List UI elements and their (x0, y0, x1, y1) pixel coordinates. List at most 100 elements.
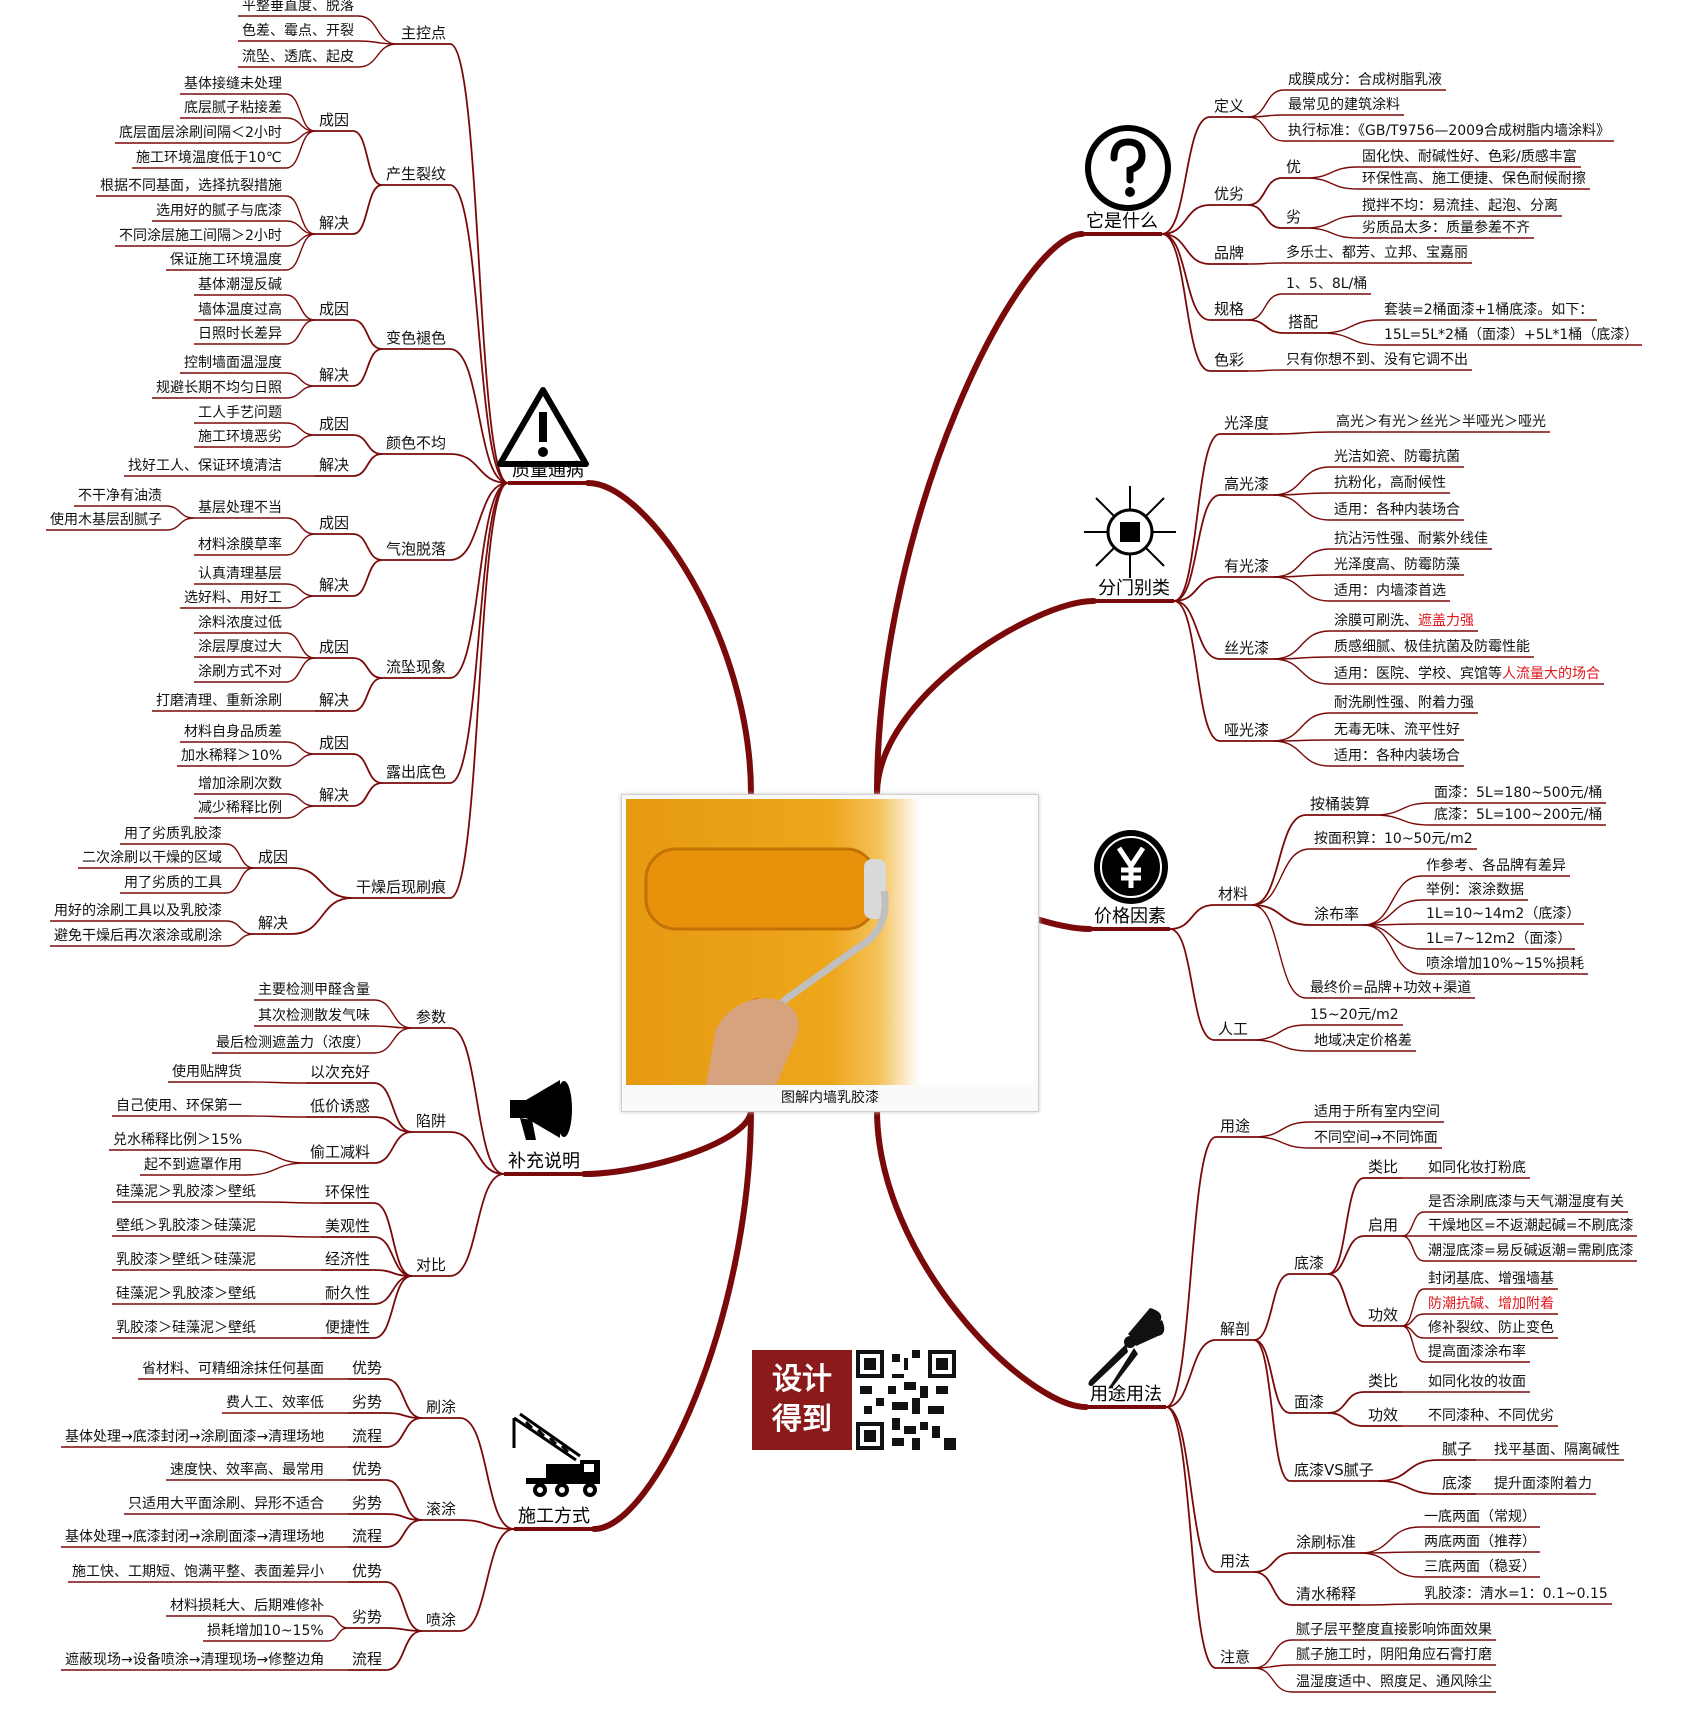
link-bc-xj-c2 (245, 1162, 307, 1176)
node-qa-lie-1: 搅拌不均：易流挂、起泡、分离 (1362, 198, 1558, 214)
node-qa-sc-1: 只有你想不到、没有它调不出 (1286, 352, 1468, 368)
node-yt-gx1-2: 防潮抗碱、增加附着 (1428, 1296, 1554, 1312)
node-qa-dp-1: 套装=2桶面漆+1桶底漆。如下： (1384, 302, 1594, 318)
link-zl-gz-jj (291, 897, 353, 935)
link-pr-zz (1251, 904, 1307, 999)
node-yt-vs-nz: 腻子 (1442, 1440, 1473, 1458)
node-sg-pt: 喷涂 (426, 1611, 457, 1629)
node-pr-rg-2: 地域决定价格差 (1314, 1033, 1412, 1049)
branch-yt (874, 1107, 1089, 1410)
node-yt: 用途用法 (1090, 1384, 1162, 1405)
node-sg-pt-ls1: 材料损耗大、后期难修补 (170, 1598, 324, 1614)
node-zl-bs-cy: 成因 (319, 300, 350, 318)
paint-roller-icon (644, 847, 889, 1085)
link-fm-gg-1 (1272, 466, 1331, 496)
node-qa-you-2: 环保性高、施工便捷、保色耐候耐擦 (1362, 171, 1586, 187)
link-zl-qp-jc-2 (165, 517, 195, 531)
node-fm-sg-1a: 涂膜可刷洗、 (1334, 613, 1418, 629)
node-qa-gg: 规格 (1214, 300, 1245, 318)
link-zl-lz-jj (352, 677, 383, 712)
link-qa-pp-1 (1247, 262, 1283, 265)
node-qa-lie-2: 劣质品太多：质量参差不齐 (1362, 220, 1530, 236)
node-bc-db-e1: 乳胶漆＞硅藻泥＞壁纸 (116, 1320, 256, 1336)
node-zl-lf-cy-4: 施工环境温度低于10℃ (136, 150, 282, 166)
node-qa-pp-1: 多乐士、都芳、立邦、宝嘉丽 (1286, 245, 1468, 261)
node-zl-gz-cy-2: 二次涂刷以干燥的区域 (82, 850, 222, 866)
link-qa-dp (1247, 319, 1285, 334)
node-yt-qs-1: 乳胶漆：清水=1：0.1~0.15 (1424, 1586, 1608, 1602)
link-bc-db-e (373, 1275, 413, 1339)
node-fm-sg: 丝光漆 (1224, 639, 1270, 657)
node-yt-lb2-1: 如同化妆的妆面 (1428, 1374, 1526, 1390)
node-fm: 分门别类 (1098, 578, 1170, 599)
link-sg-pt (459, 1528, 515, 1632)
node-zl-lf-jj-4: 保证施工环境温度 (170, 252, 282, 268)
node-qa: 它是什么 (1086, 211, 1158, 232)
node-zl-bs-jj: 解决 (319, 366, 350, 384)
node-zl-qp-jj: 解决 (319, 576, 350, 594)
node-yt-vs-nz-1: 找平基面、隔离碱性 (1494, 1442, 1620, 1458)
link-yt-dq (1253, 1273, 1291, 1341)
node-qa-you-1: 固化快、耐碱性好、色彩/质感丰富 (1362, 149, 1577, 165)
link-bc-xj (449, 1131, 505, 1175)
node-zl-lf: 产生裂纹 (386, 165, 447, 183)
link-zl-bs-jj (352, 348, 383, 387)
node-zl-ld-cy: 成因 (319, 734, 350, 752)
node-zl-qp-jc-2: 使用木基层刮腻子 (50, 512, 162, 528)
node-zl-gz-jj: 解决 (258, 914, 289, 932)
link-fm-sg-3a (1272, 658, 1331, 685)
link-zl-bs-cy-1 (285, 294, 316, 321)
node-pr: 价格因素 (1094, 906, 1166, 927)
node-qa-you: 优 (1286, 158, 1302, 176)
node-zl-zkd-2: 色差、霉点、开裂 (242, 23, 354, 39)
node-zl-bs-cy-2: 墙体温度过高 (198, 302, 282, 318)
link-pr-cl (1169, 904, 1215, 930)
node-pr-rg: 人工 (1218, 1020, 1249, 1038)
node-sg-pt-ys: 优势 (352, 1562, 383, 1580)
node-fm-sg-2: 质感细腻、极佳抗菌及防霉性能 (1334, 639, 1530, 655)
node-zl-lz-cy-2: 涂层厚度过大 (198, 639, 282, 655)
link-pr-tbl-1 (1362, 875, 1423, 926)
link-zl-lz (449, 482, 509, 679)
node-zl-gz-cy-3: 用了劣质的工具 (124, 875, 222, 891)
link-qa-def (1161, 116, 1211, 235)
node-sg-gt-ys1: 速度快、效率高、最常用 (170, 1462, 324, 1478)
link-fm-yg (1173, 576, 1221, 602)
node-bc-db-b: 美观性 (325, 1217, 371, 1235)
warning-triangle-icon (497, 387, 589, 467)
node-yt-yf: 用法 (1220, 1552, 1251, 1570)
node-zl-lf-cy-2: 底层腻子粘接差 (184, 100, 282, 116)
node-qa-dp-2: 15L=5L*2桶（面漆）+5L*1桶（底漆） (1384, 327, 1639, 343)
link-zl-bs-jj-2 (285, 385, 316, 399)
node-fm-yag-3: 适用：各种内装场合 (1334, 748, 1460, 764)
node-zl-lz-cy-3: 涂刷方式不对 (198, 664, 282, 680)
link-zl-lf-cy-4 (285, 130, 316, 169)
node-zl-ys-jj-1: 找好工人、保证环境清洁 (128, 458, 282, 474)
link-yt-mq (1253, 1339, 1291, 1414)
megaphone-icon (510, 1080, 572, 1140)
logo-line-2: 得到 (772, 1402, 832, 1437)
link-bc-cs (449, 1027, 505, 1175)
link-zl-lf-cy (352, 130, 383, 186)
link-zl-zkd-1 (357, 15, 398, 45)
branch-qa (874, 231, 1085, 797)
node-yt-jp: 解剖 (1220, 1320, 1251, 1338)
node-bc-db-c: 经济性 (325, 1250, 371, 1268)
node-zl-lz: 流坠现象 (386, 658, 447, 676)
link-sg-pt-lc (385, 1630, 423, 1671)
node-fm-gg-3: 适用：各种内装场合 (1334, 502, 1460, 518)
link-fm-gg-3 (1272, 494, 1331, 521)
center-caption: 图解内墙乳胶漆 (781, 1090, 879, 1106)
node-sg-st: 刷涂 (426, 1398, 457, 1416)
link-yt-tsbz-3 (1359, 1552, 1421, 1578)
link-zl-gz-cy-3 (225, 867, 255, 894)
brand-logo: 设计 得到 (752, 1350, 958, 1450)
node-bc-cs: 参数 (416, 1008, 447, 1026)
link-zl-ld (449, 482, 509, 784)
node-zl-lf-cy: 成因 (319, 111, 350, 129)
link-qa-pp (1161, 233, 1211, 265)
node-fm-yag-1: 耐洗刷性强、附着力强 (1334, 695, 1474, 711)
link-pr-tbl (1251, 904, 1311, 926)
node-sg-st-ys1: 省材料、可精细涂抹任何基面 (142, 1361, 324, 1377)
